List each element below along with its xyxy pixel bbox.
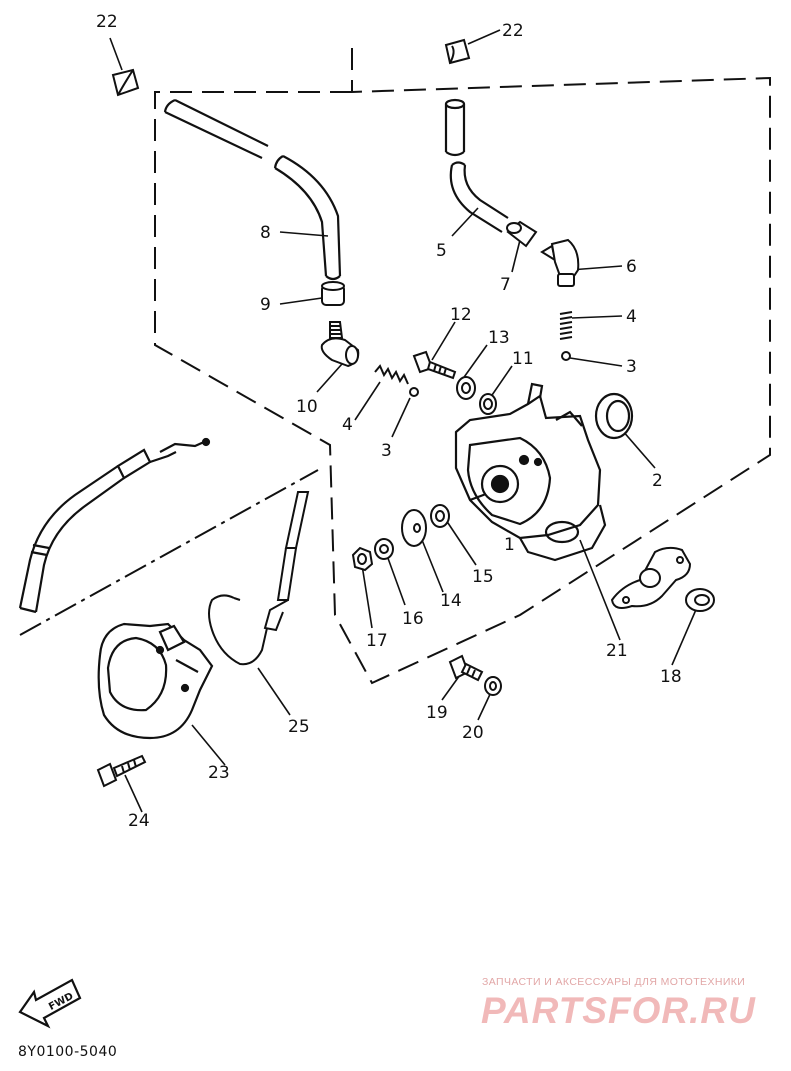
spring-4-right[interactable] bbox=[559, 311, 573, 340]
callout-8: 8 bbox=[260, 223, 271, 243]
callout-3-right: 3 bbox=[626, 357, 637, 377]
gasket-13[interactable] bbox=[456, 376, 476, 400]
callout-21: 21 bbox=[606, 641, 628, 661]
callout-13: 13 bbox=[488, 328, 510, 348]
screw-19[interactable] bbox=[448, 654, 484, 682]
washer-20[interactable] bbox=[484, 676, 502, 696]
callout-20: 20 bbox=[462, 723, 484, 743]
cable-boundary bbox=[19, 469, 319, 636]
o-ring-11[interactable] bbox=[479, 393, 497, 415]
callout-22-right: 22 bbox=[502, 21, 524, 41]
spring-4-left[interactable] bbox=[374, 364, 409, 385]
callout-15: 15 bbox=[472, 567, 494, 587]
check-ball-3-left[interactable] bbox=[409, 387, 419, 397]
callout-10: 10 bbox=[296, 397, 318, 417]
callout-6: 6 bbox=[626, 257, 637, 277]
callout-5: 5 bbox=[436, 241, 447, 261]
hose-clip-7[interactable] bbox=[506, 220, 538, 248]
callout-22-left: 22 bbox=[96, 12, 118, 32]
oil-seal-2[interactable] bbox=[594, 392, 634, 440]
leader-lines bbox=[109, 29, 699, 813]
pump-cable-25[interactable] bbox=[208, 491, 310, 666]
o-ring-18[interactable] bbox=[685, 588, 715, 612]
oil-pipe-5[interactable] bbox=[444, 98, 509, 233]
diagram-part-code: 8Y0100-5040 bbox=[18, 1044, 118, 1060]
oil-pump-assembly-1[interactable] bbox=[454, 382, 607, 562]
callout-25: 25 bbox=[288, 717, 310, 737]
pump-gasket-21[interactable] bbox=[610, 546, 692, 609]
callout-labels: 22 22 8 9 10 4 3 12 13 11 5 7 6 4 3 2 1 … bbox=[96, 12, 682, 831]
callout-7: 7 bbox=[500, 275, 511, 295]
callout-14: 14 bbox=[440, 591, 462, 611]
assembly-boundary bbox=[154, 48, 771, 685]
watermark-logo: PARTSFOR.RU bbox=[481, 990, 756, 1031]
callout-9: 9 bbox=[260, 295, 271, 315]
watermark-tagline: ЗАПЧАСТИ И АКСЕССУАРЫ ДЛЯ МОТОТЕХНИКИ bbox=[482, 976, 746, 988]
callout-19: 19 bbox=[426, 703, 448, 723]
pump-cable-upper[interactable] bbox=[18, 437, 211, 614]
screw-24[interactable] bbox=[96, 754, 147, 788]
callout-2: 2 bbox=[652, 471, 663, 491]
hose-clip-9[interactable] bbox=[321, 281, 345, 306]
callout-12: 12 bbox=[450, 305, 472, 325]
nut-17[interactable] bbox=[351, 546, 374, 572]
banjo-fitting-10[interactable] bbox=[320, 321, 360, 368]
callout-3-left: 3 bbox=[381, 441, 392, 461]
forward-arrow-icon: FWD bbox=[18, 978, 82, 1029]
callout-23: 23 bbox=[208, 763, 230, 783]
callout-4-right: 4 bbox=[626, 307, 637, 327]
oil-delivery-pipe-8[interactable] bbox=[163, 98, 342, 281]
pulley-14[interactable] bbox=[401, 509, 427, 547]
elbow-joint-6[interactable] bbox=[540, 238, 580, 287]
callout-16: 16 bbox=[402, 609, 424, 629]
hose-clamp-22-right[interactable] bbox=[444, 38, 471, 65]
callout-17: 17 bbox=[366, 631, 388, 651]
callout-18: 18 bbox=[660, 667, 682, 687]
callout-24: 24 bbox=[128, 811, 150, 831]
check-ball-3-right[interactable] bbox=[561, 351, 571, 361]
pump-cover-23[interactable] bbox=[97, 622, 214, 740]
washer-16[interactable] bbox=[374, 538, 394, 560]
hose-clamp-22-left[interactable] bbox=[111, 68, 140, 97]
bleed-bolt-12[interactable] bbox=[412, 350, 457, 380]
callout-11: 11 bbox=[512, 349, 534, 369]
callout-1: 1 bbox=[504, 535, 515, 555]
washer-15[interactable] bbox=[430, 504, 450, 528]
callout-4-left: 4 bbox=[342, 415, 353, 435]
